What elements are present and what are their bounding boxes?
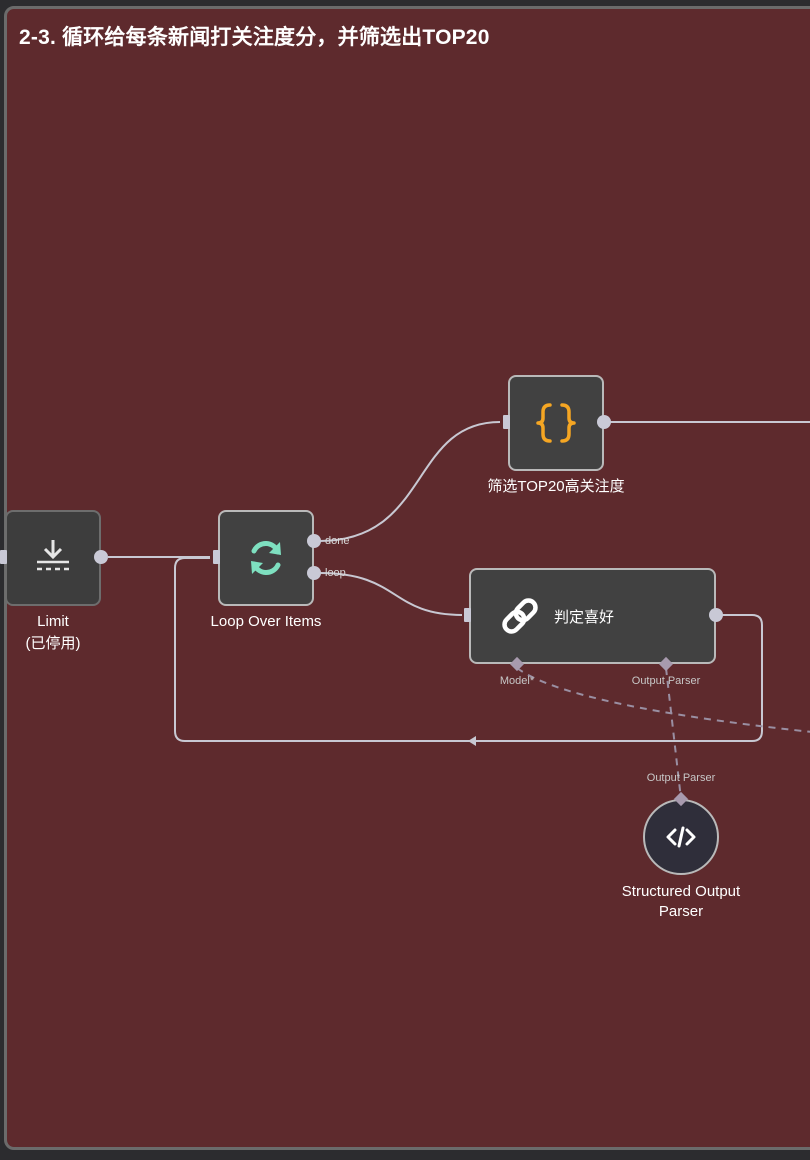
agent-input-port[interactable] xyxy=(464,608,471,622)
download-icon xyxy=(37,540,69,571)
limit-label: Limit xyxy=(37,613,69,630)
loop-label: Loop Over Items xyxy=(210,613,322,630)
filter-label: 筛选TOP20高关注度 xyxy=(487,478,625,495)
code-icon xyxy=(666,826,696,848)
parser-input-label: Output Parser xyxy=(631,675,701,687)
loop-done-port[interactable] xyxy=(307,534,321,548)
parser-output-label: Output Parser xyxy=(646,772,716,784)
parser-label-line2: Parser xyxy=(658,903,704,920)
limit-input-port[interactable] xyxy=(0,550,7,564)
sticky-title: 2-3. 循环给每条新闻打关注度分，并筛选出TOP20 xyxy=(19,26,490,49)
limit-output-port[interactable] xyxy=(94,550,108,564)
filter-node[interactable] xyxy=(508,375,604,471)
braces-icon xyxy=(536,403,576,443)
agent-output-port[interactable] xyxy=(709,608,723,622)
loop-node[interactable] xyxy=(218,510,314,606)
loop-loop-port[interactable] xyxy=(307,566,321,580)
filter-input-port[interactable] xyxy=(503,415,510,429)
limit-status: (已停用) xyxy=(25,635,81,652)
limit-node[interactable] xyxy=(5,510,101,606)
loop-input-port[interactable] xyxy=(213,550,220,564)
edge-loop-filter xyxy=(319,421,501,542)
model-input-label: Model* xyxy=(499,675,535,687)
filter-output-port[interactable] xyxy=(597,415,611,429)
edge-parser-dashed xyxy=(665,667,682,800)
chain-link-icon xyxy=(502,598,538,634)
parser-node[interactable] xyxy=(643,799,719,875)
agent-label: 判定喜好 xyxy=(554,609,615,626)
refresh-icon xyxy=(251,541,281,575)
loopback-arrow xyxy=(468,736,476,746)
loop-output-label: loop xyxy=(325,567,346,579)
parser-label-line1: Structured Output xyxy=(621,883,741,900)
done-output-label: done xyxy=(325,535,350,547)
edge-loop-agent xyxy=(319,572,463,616)
